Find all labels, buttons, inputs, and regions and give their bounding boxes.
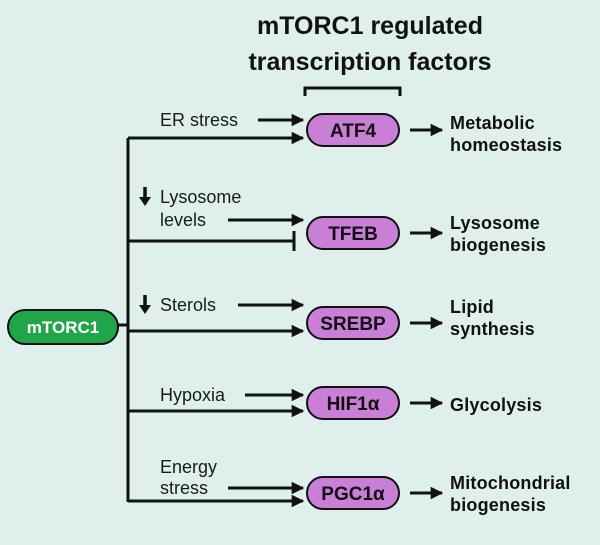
input-label-atf4-0: ER stress [160, 110, 238, 130]
factor-node-atf4 [306, 113, 400, 147]
input-label-pgc1-1: stress [160, 478, 208, 498]
factor-label-tfeb: TFEB [328, 224, 378, 245]
input-label-tfeb-1: levels [160, 210, 206, 230]
outcome-label-hif1-0: Glycolysis [450, 395, 542, 415]
diagram-title-line1: mTORC1 regulated [257, 12, 483, 40]
outcome-label-srebp-0: Lipid [450, 297, 494, 317]
outcome-label-atf4-0: Metabolic [450, 113, 535, 133]
input-label-hif1-0: Hypoxia [160, 385, 226, 405]
outcome-label-pgc1-0: Mitochondrial [450, 473, 571, 493]
outcome-label-srebp-1: synthesis [450, 319, 535, 339]
factor-node-tfeb [306, 216, 400, 250]
factor-label-pgc1: PGC1α [321, 484, 385, 505]
input-label-tfeb-0: Lysosome [160, 187, 241, 207]
outcome-label-pgc1-1: biogenesis [450, 495, 546, 515]
down-arrowhead-tfeb [139, 197, 151, 206]
outcome-label-tfeb-1: biogenesis [450, 235, 546, 255]
mtorc1-node [7, 309, 119, 345]
down-arrowhead-srebp [139, 305, 151, 314]
factor-label-hif1: HIF1α [327, 394, 380, 415]
outcome-label-atf4-1: homeostasis [450, 135, 562, 155]
factor-label-srebp: SREBP [320, 314, 386, 335]
input-label-pgc1-0: Energy [160, 457, 217, 477]
title-bracket [303, 86, 402, 96]
diagram-title-line2: transcription factors [248, 48, 491, 76]
mtorc1-label: mTORC1 [27, 318, 99, 337]
outcome-label-tfeb-0: Lysosome [450, 213, 540, 233]
factor-label-atf4: ATF4 [330, 121, 377, 142]
factor-node-pgc1 [306, 476, 400, 510]
input-label-srebp-0: Sterols [160, 295, 216, 315]
factor-node-hif1 [306, 386, 400, 420]
factor-node-srebp [306, 306, 400, 340]
